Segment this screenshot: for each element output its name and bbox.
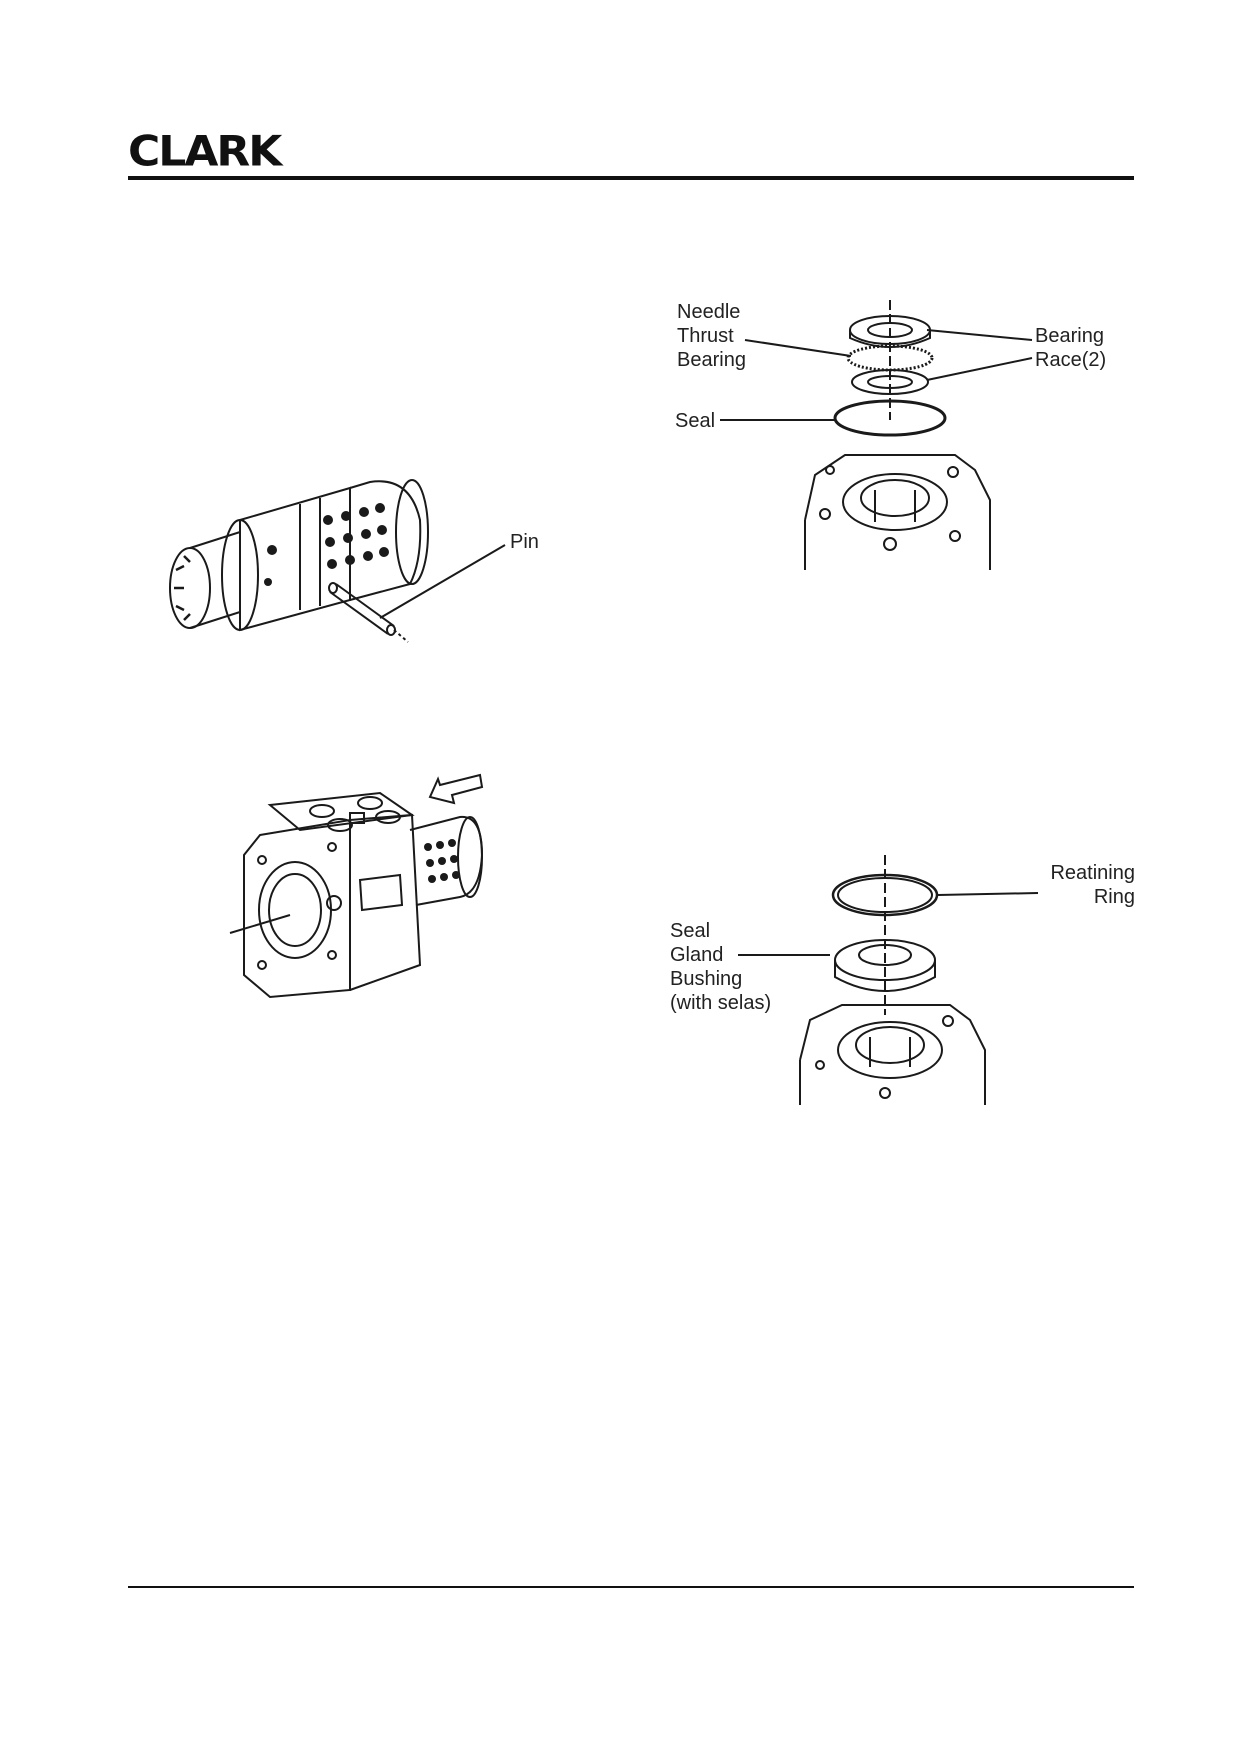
retaining-ring-figure: Reatining Ring Seal Gland Bushing (with … [670,855,1140,1105]
bearing-race-label: Bearing Race(2) [1035,325,1107,371]
housing-drawing [229,773,484,999]
retaining-ring-label: Reatining Ring [1050,862,1135,908]
spool-pin-figure: Pin [150,479,570,660]
footer-rule [128,1586,1134,1588]
pin-label: Pin [510,531,539,553]
bearing-seal-figure: Needle Thrust Bearing Bearing Race(2) Se… [675,300,1145,570]
header-rule [128,176,1134,180]
seal-gland-bushing-label: Seal Gland Bushing (with selas) [670,920,772,1014]
ring-drawing [738,855,1039,1105]
bearing-drawing [720,300,1033,570]
housing-insert-figure [229,773,550,1015]
needle-thrust-bearing-label: Needle Thrust Bearing [677,301,746,371]
spool-drawing [169,479,506,643]
seal-label: Seal [675,410,716,432]
clark-logo: CLARK [128,127,282,176]
